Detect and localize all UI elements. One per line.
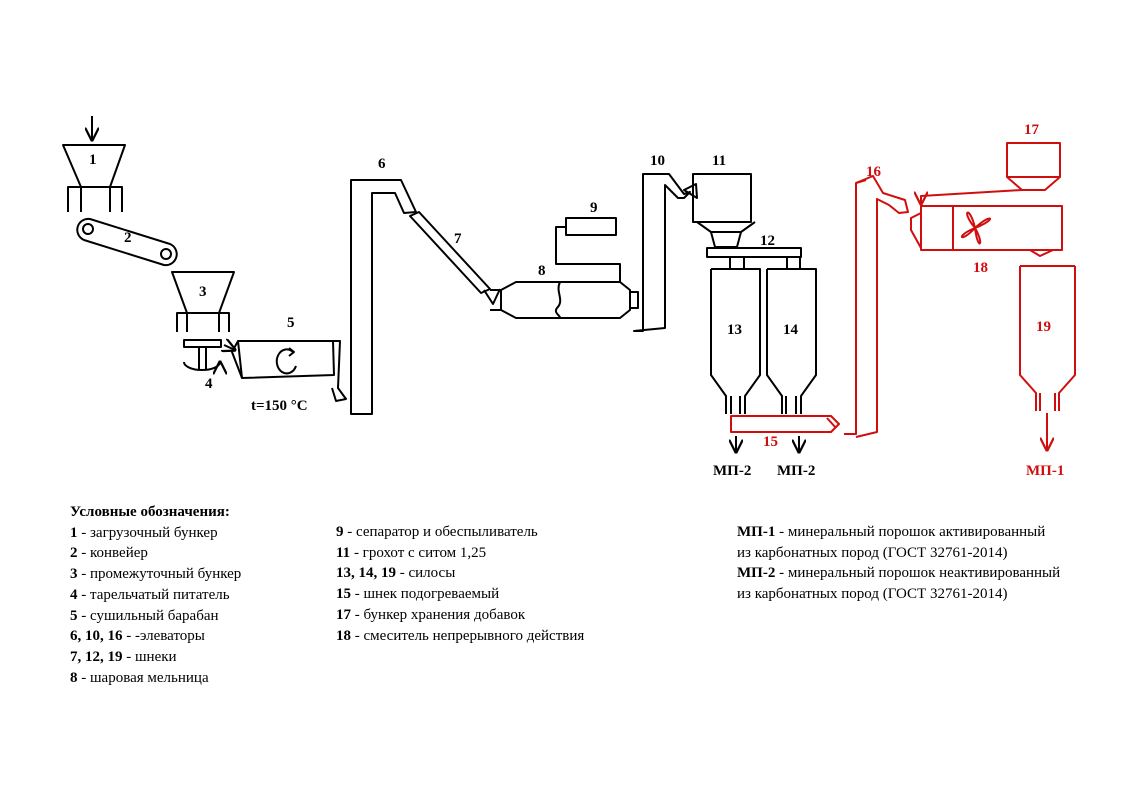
- legend-mp2: МП-2 - минеральный порошок неактивирован…: [737, 565, 1061, 582]
- legend-title: Условные обозначения:: [70, 504, 230, 520]
- silo-19: [1019, 265, 1076, 450]
- legend-item: 4 - тарельчатый питатель: [70, 586, 230, 603]
- legend-item: 2 - конвейер: [70, 545, 148, 562]
- label-15: 15: [763, 434, 778, 450]
- loading-hopper-1: [62, 116, 126, 212]
- output-mp1: МП-1: [1026, 463, 1064, 479]
- silo-14: [766, 268, 817, 414]
- label-17: 17: [1024, 122, 1040, 138]
- label-5: 5: [287, 315, 295, 331]
- legend-item: 6, 10, 16 - -элеваторы: [70, 628, 205, 645]
- label-6: 6: [378, 156, 386, 172]
- label-19: 19: [1036, 319, 1051, 335]
- legend-item: 13, 14, 19 - силосы: [336, 565, 456, 582]
- screen-11: [683, 173, 756, 248]
- temperature-label: t=150 °C: [251, 398, 308, 414]
- legend-item: 7, 12, 19 - шнеки: [70, 648, 177, 665]
- elevator-6: [350, 179, 417, 415]
- label-11: 11: [712, 153, 726, 169]
- label-4: 4: [205, 376, 213, 392]
- label-16: 16: [866, 164, 882, 180]
- label-2: 2: [124, 230, 132, 246]
- legend-mp2-line2: из карбонатных пород (ГОСТ 32761-2014): [737, 586, 1008, 603]
- label-3: 3: [199, 284, 207, 300]
- legend-item: 17 - бункер хранения добавок: [336, 606, 526, 623]
- mixer-18: [910, 205, 1063, 257]
- legend-mp1-line2: из карбонатных пород (ГОСТ 32761-2014): [737, 544, 1008, 561]
- legend-item: 5 - сушильный барабан: [70, 607, 219, 624]
- silo-13: [710, 268, 761, 414]
- conveyor-2: [76, 217, 178, 267]
- ball-mill-8: [490, 281, 639, 319]
- legend-item: 8 - шаровая мельница: [70, 669, 209, 686]
- label-10: 10: [650, 153, 665, 169]
- label-14: 14: [783, 322, 799, 338]
- additive-bunker-17: [921, 142, 1061, 204]
- legend-item: 9 - сепаратор и обеспыливатель: [336, 524, 538, 540]
- separator-9: [555, 217, 621, 283]
- legend-item: 18 - смеситель непрерывного действия: [336, 627, 585, 644]
- plate-feeder-4: [183, 340, 235, 370]
- legend-mp1: МП-1 - минеральный порошок активированны…: [737, 524, 1046, 540]
- output-mp2-left: МП-2: [713, 463, 751, 479]
- label-18: 18: [973, 260, 988, 276]
- legend-column-3: МП-1 - минеральный порошок активированны…: [737, 522, 1060, 605]
- label-1: 1: [89, 152, 97, 168]
- screw-7: [409, 211, 501, 305]
- label-12: 12: [760, 233, 775, 249]
- legend-item: 11 - грохот с ситом 1,25: [336, 544, 487, 561]
- legend-item: 3 - промежуточный бункер: [70, 566, 242, 583]
- intermediate-hopper-3: [171, 271, 235, 332]
- output-mp2-right: МП-2: [777, 463, 815, 479]
- label-9: 9: [590, 200, 598, 216]
- elevator-10: [633, 173, 691, 332]
- heated-screw-15: [730, 415, 840, 433]
- legend-item: 1 - загрузочный бункер: [70, 524, 218, 541]
- legend-column-2: 9 - сепаратор и обеспыливатель 11 - грох…: [336, 522, 584, 646]
- legend-item: 15 - шнек подогреваемый: [336, 586, 500, 603]
- elevator-16: [844, 175, 909, 438]
- label-8: 8: [538, 263, 546, 279]
- label-7: 7: [454, 231, 462, 247]
- drying-drum-5: [231, 340, 347, 402]
- label-13: 13: [727, 322, 742, 338]
- legend-column-1: Условные обозначения: 1 - загрузочный бу…: [70, 502, 241, 688]
- screw-12: [706, 247, 802, 269]
